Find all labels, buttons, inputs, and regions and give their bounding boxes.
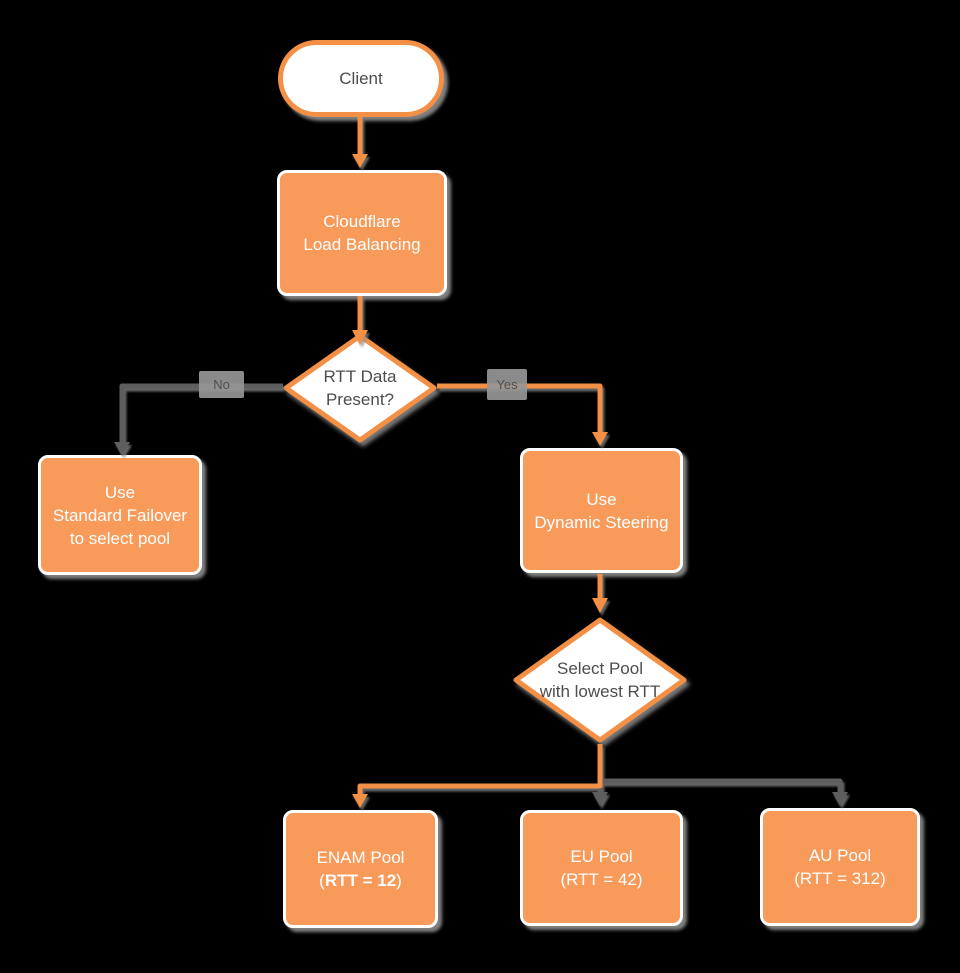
node-rtt-decision-line1: RTT Data xyxy=(323,367,397,386)
diamond-shape xyxy=(283,333,437,443)
edge-selectpool-to-au xyxy=(600,778,843,794)
node-au-pool-line1: AU Pool xyxy=(808,846,872,865)
node-enam-pool-line2: (RTT = 12) xyxy=(319,869,402,892)
edge-selectpool-to-enam xyxy=(357,744,603,796)
node-enam-pool-line1: ENAM Pool xyxy=(316,848,405,867)
enam-rtt-suffix: ) xyxy=(396,871,402,890)
node-standard-failover: Use Standard Failover to select pool xyxy=(38,455,202,575)
node-dynamic-steering-line1: Use xyxy=(586,489,617,509)
node-standard-failover-line1: Use xyxy=(104,482,136,502)
diamond-shape xyxy=(513,617,687,743)
enam-rtt-value: RTT = 12 xyxy=(324,871,397,890)
node-client-label: Client xyxy=(339,68,383,88)
edge-label-no: No xyxy=(199,371,244,398)
arrowhead-down-icon xyxy=(114,442,130,456)
node-au-pool: AU Pool (RTT = 312) xyxy=(760,808,920,926)
edge-label-yes: Yes xyxy=(487,369,527,400)
arrowhead-down-icon xyxy=(352,794,368,808)
arrowhead-down-icon xyxy=(592,792,608,806)
node-au-pool-line2: (RTT = 312) xyxy=(794,869,886,888)
enam-rtt-prefix: ( xyxy=(319,871,325,890)
arrowhead-down-icon xyxy=(832,792,848,806)
node-client: Client xyxy=(278,40,444,117)
node-eu-pool-line2: (RTT = 42) xyxy=(560,870,643,889)
node-select-pool-line2: with lowest RTT xyxy=(539,682,661,701)
arrowhead-down-icon xyxy=(352,154,368,168)
node-select-pool: Select Pool with lowest RTT xyxy=(513,617,687,743)
arrowhead-down-icon xyxy=(592,598,608,613)
node-rtt-decision-line2: Present? xyxy=(325,390,395,409)
node-dynamic-steering-line2: Dynamic Steering xyxy=(534,512,669,532)
node-standard-failover-line2: Standard Failover xyxy=(52,505,188,525)
node-dynamic-steering: Use Dynamic Steering xyxy=(520,448,683,573)
node-eu-pool-line1: EU Pool xyxy=(570,847,633,866)
node-enam-pool: ENAM Pool (RTT = 12) xyxy=(283,810,438,928)
arrowhead-down-icon xyxy=(592,432,608,446)
node-load-balancer: Cloudflare Load Balancing xyxy=(277,170,447,296)
node-select-pool-line1: Select Pool xyxy=(557,659,643,678)
node-load-balancer-line1: Cloudflare xyxy=(323,212,401,231)
edge-label-yes-text: Yes xyxy=(496,377,518,392)
node-rtt-decision-text: RTT Data Present? xyxy=(283,333,437,443)
node-select-pool-text: Select Pool with lowest RTT xyxy=(513,617,687,743)
node-eu-pool: EU Pool (RTT = 42) xyxy=(520,810,683,926)
node-standard-failover-line3: to select pool xyxy=(69,528,171,548)
edge-label-no-text: No xyxy=(213,377,230,392)
node-rtt-decision: RTT Data Present? xyxy=(283,333,437,443)
node-load-balancer-line2: Load Balancing xyxy=(303,235,421,254)
